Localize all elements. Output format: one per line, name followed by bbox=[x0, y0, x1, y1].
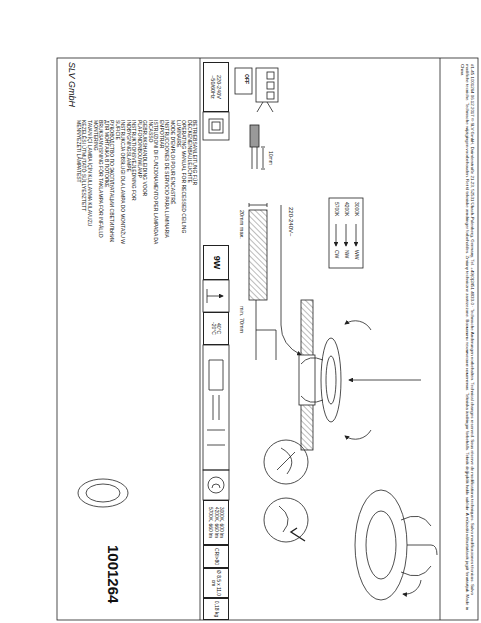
figure-label: WW bbox=[354, 250, 360, 259]
spec-text: 40°C bbox=[216, 323, 222, 334]
spec-box: 9W bbox=[203, 245, 229, 280]
manual-heading: GEBRUIKSHANDLEIDING VOOR PLAFONDINBOUWLA… bbox=[137, 120, 147, 244]
spec-box: 0,18 kg bbox=[203, 598, 229, 620]
lamp bbox=[355, 490, 407, 600]
manual-heading: MODE D'EMPLOI POUR ENCASTRÉ bbox=[170, 120, 175, 244]
spring bbox=[401, 516, 437, 576]
spec-text: 0,18 kg bbox=[213, 601, 219, 617]
product-image bbox=[86, 484, 120, 502]
cct-switch bbox=[329, 198, 363, 268]
spring-detail bbox=[277, 448, 295, 474]
check-mark bbox=[291, 528, 305, 541]
wire bbox=[252, 147, 257, 169]
spec-box: CRI>80 bbox=[203, 545, 229, 568]
arrow bbox=[349, 380, 421, 381]
detail-circle bbox=[264, 498, 308, 542]
detail-circle bbox=[264, 440, 308, 484]
manual-heading: INSTRUCCIONES DE SERVICIO PARA LUMINARIA… bbox=[159, 120, 169, 244]
figure-label: CW bbox=[334, 250, 340, 258]
circle-box bbox=[203, 470, 229, 500]
manual-heading: ISTRUZIONI DI FUNZIONAMENTO PER LAMPADA … bbox=[148, 120, 158, 244]
spec-text: CRI>80 bbox=[213, 548, 219, 565]
product-image bbox=[78, 479, 128, 507]
dimension-line bbox=[261, 147, 265, 169]
cutout-symbol bbox=[207, 360, 225, 445]
figure-label: 5700K bbox=[334, 202, 340, 216]
spec-text: 9W bbox=[211, 256, 221, 270]
figure-label: 3000K bbox=[354, 202, 360, 216]
article-number: 1001264 bbox=[105, 545, 122, 603]
manual-heading: INSTRUKTIONSVEJLEDNING FOR INDBYGNINGSLA… bbox=[126, 120, 136, 244]
rotate-arrow bbox=[403, 580, 421, 594]
fine-print: #1-45 1001264 06.12.2017 © SLV GmbH, Dai… bbox=[460, 64, 475, 614]
spring bbox=[301, 358, 323, 403]
ceiling-cutout bbox=[299, 355, 315, 405]
cutout-box bbox=[203, 345, 229, 470]
up-arrow bbox=[207, 296, 223, 297]
terminal bbox=[267, 82, 274, 89]
terminal bbox=[267, 72, 274, 79]
lamp bbox=[366, 511, 396, 579]
spec-text: 220-240V ~50/60Hz bbox=[210, 64, 222, 110]
cable bbox=[250, 125, 259, 147]
figure-label: min. 70mm bbox=[239, 306, 245, 333]
arrow bbox=[356, 224, 357, 246]
dimension-line bbox=[249, 203, 267, 207]
cable bbox=[281, 205, 301, 355]
manual-heading: OPERATING MANUAL FOR RECESSED CEILING LU… bbox=[176, 120, 186, 244]
arrow bbox=[346, 224, 347, 246]
spec-text: 3000K, 600 lm bbox=[219, 507, 224, 538]
rotate-arrow bbox=[345, 321, 371, 330]
spec-box: 220-240V ~50/60Hz bbox=[203, 62, 229, 112]
figure-label: NW bbox=[344, 250, 350, 258]
spec-box: Ø 8,5 x 11,0 cm bbox=[203, 568, 229, 598]
spec-text: 5700K, 660 lm bbox=[208, 507, 213, 538]
lamp bbox=[326, 356, 336, 404]
fineprint-divider bbox=[440, 58, 441, 620]
c-symbol bbox=[208, 477, 224, 493]
c-symbol bbox=[212, 484, 220, 488]
ceiling bbox=[249, 210, 267, 300]
company-name: SLV GmbH bbox=[66, 62, 76, 107]
manual-heading: INSTRUKCJA OBSŁUGI DLA LAMPA DO MONTAŻU … bbox=[115, 120, 125, 244]
class-ii-symbol bbox=[212, 122, 220, 130]
switch bbox=[235, 68, 252, 94]
panel-divider bbox=[200, 58, 201, 620]
spec-text: 4200K, 660 lm bbox=[213, 507, 218, 538]
spec-box: 3000K, 600 lm4200K, 660 lm5700K, 660 lm bbox=[203, 500, 229, 545]
figure-label: 20mm max. bbox=[239, 210, 245, 239]
spec-text: Ø 8,5 x 11,0 cm bbox=[211, 570, 222, 596]
figure-label: OFF bbox=[244, 74, 250, 84]
arrow bbox=[336, 224, 337, 246]
spring-detail bbox=[279, 506, 288, 532]
manual-heading: РУКОВОДСТВО ПО ЭКСПЛУАТАЦИИ СВЕТИЛЬНИК Д… bbox=[104, 120, 114, 244]
figure-label: 10mm bbox=[268, 151, 274, 165]
figure-label: 220-240V~ bbox=[287, 207, 294, 237]
page-frame bbox=[57, 58, 478, 620]
manual-heading: TAVAN İÇİ LAMBA İÇİN KULLANMA KILAVUZU bbox=[87, 120, 92, 244]
rotate-arrow bbox=[345, 430, 371, 439]
class-box bbox=[203, 112, 229, 140]
heading-list: BETRIEBSANLEITUNG FÜR DECKENEINBAULEUCHT… bbox=[75, 120, 197, 244]
manual-heading: BRUKSANVISNING FÖR TAKLAMPA FÖR INFÄLLD … bbox=[93, 120, 103, 244]
class-ii-symbol bbox=[209, 119, 223, 133]
spec-text: -20°C bbox=[211, 322, 217, 335]
manual-heading: BETRIEBSANLEITUNG FÜR DECKENEINBAULEUCHT… bbox=[187, 120, 197, 244]
terminal bbox=[267, 92, 274, 99]
figure-label: 4200K bbox=[344, 202, 350, 216]
terminal-block bbox=[256, 68, 278, 102]
spec-box: 40°C-20°C bbox=[203, 312, 229, 345]
wire bbox=[257, 102, 273, 112]
up-arrow bbox=[207, 289, 208, 303]
lamp bbox=[321, 338, 341, 422]
depth-figure bbox=[256, 300, 276, 360]
manual-heading: KEZELÉSI ÚTMUTATÓ SÜLLYESZTETT MENNYEZET… bbox=[76, 120, 86, 244]
arrow-box bbox=[203, 280, 229, 312]
